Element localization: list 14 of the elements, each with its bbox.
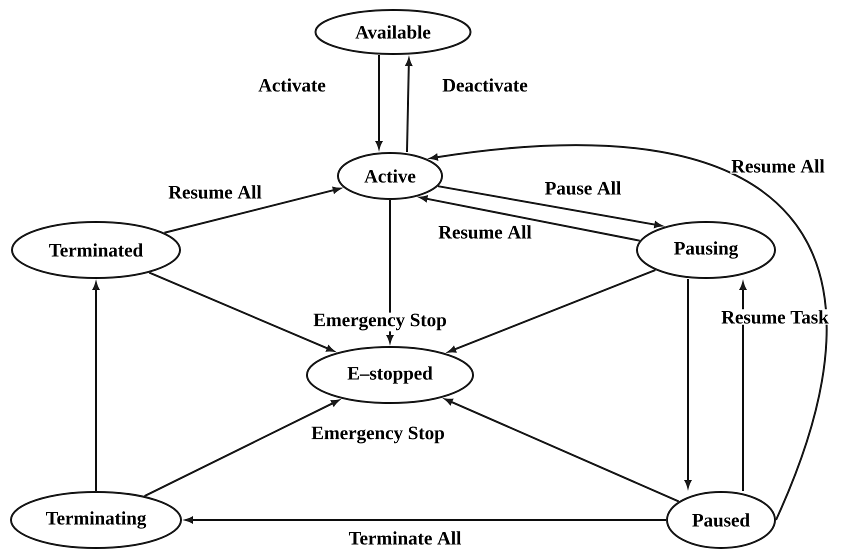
edge-label: Emergency Stop <box>312 312 448 332</box>
arrow <box>144 400 340 497</box>
arrow <box>148 272 334 352</box>
arrow <box>386 200 394 343</box>
arrow <box>164 186 341 234</box>
edge-label: Resume All <box>167 184 263 200</box>
arrow <box>92 282 100 491</box>
edge-label: Emergency Stop <box>310 426 446 444</box>
arrow <box>185 516 666 524</box>
edge-label: Activate <box>257 77 327 93</box>
arrow <box>376 55 382 149</box>
edge-label: Deactivate <box>441 77 529 93</box>
arrow <box>406 58 412 152</box>
edge-label: Terminate All <box>348 530 462 546</box>
